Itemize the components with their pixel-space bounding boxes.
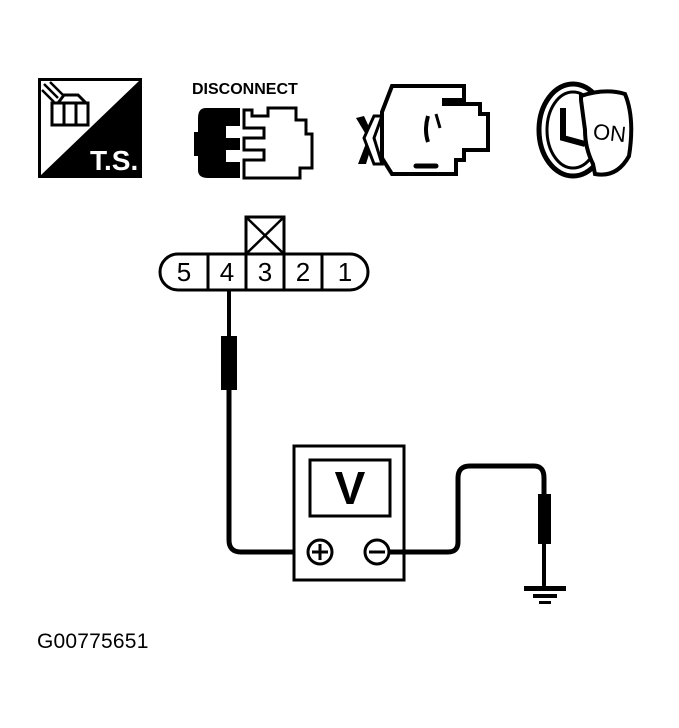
- terminal-1: 1: [337, 257, 353, 287]
- ignition-key-on-icon: ON: [535, 78, 645, 182]
- troubleshooting-icon: T.S.: [38, 78, 142, 178]
- disconnect-label: DISCONNECT: [192, 81, 298, 98]
- figure-id-caption: G00775651: [37, 630, 149, 653]
- ts-label: T.S.: [90, 145, 138, 176]
- terminal-2: 2: [295, 257, 311, 287]
- terminal-3: 3: [257, 257, 273, 287]
- ignition-on-label: ON: [592, 119, 627, 147]
- terminal-4: 4: [219, 257, 235, 287]
- unused-cavity-marker: [244, 215, 286, 256]
- disconnect-connector-icon: DISCONNECT: [188, 78, 328, 182]
- voltmeter-display: V: [334, 462, 366, 514]
- engine-off-icon: [352, 78, 492, 180]
- connector-body: [158, 252, 370, 292]
- terminal-5: 5: [176, 257, 192, 287]
- connector-terminal-labels: 5 4 3 2 1: [160, 256, 368, 290]
- voltmeter: [292, 444, 406, 582]
- ground-symbol: [524, 586, 566, 604]
